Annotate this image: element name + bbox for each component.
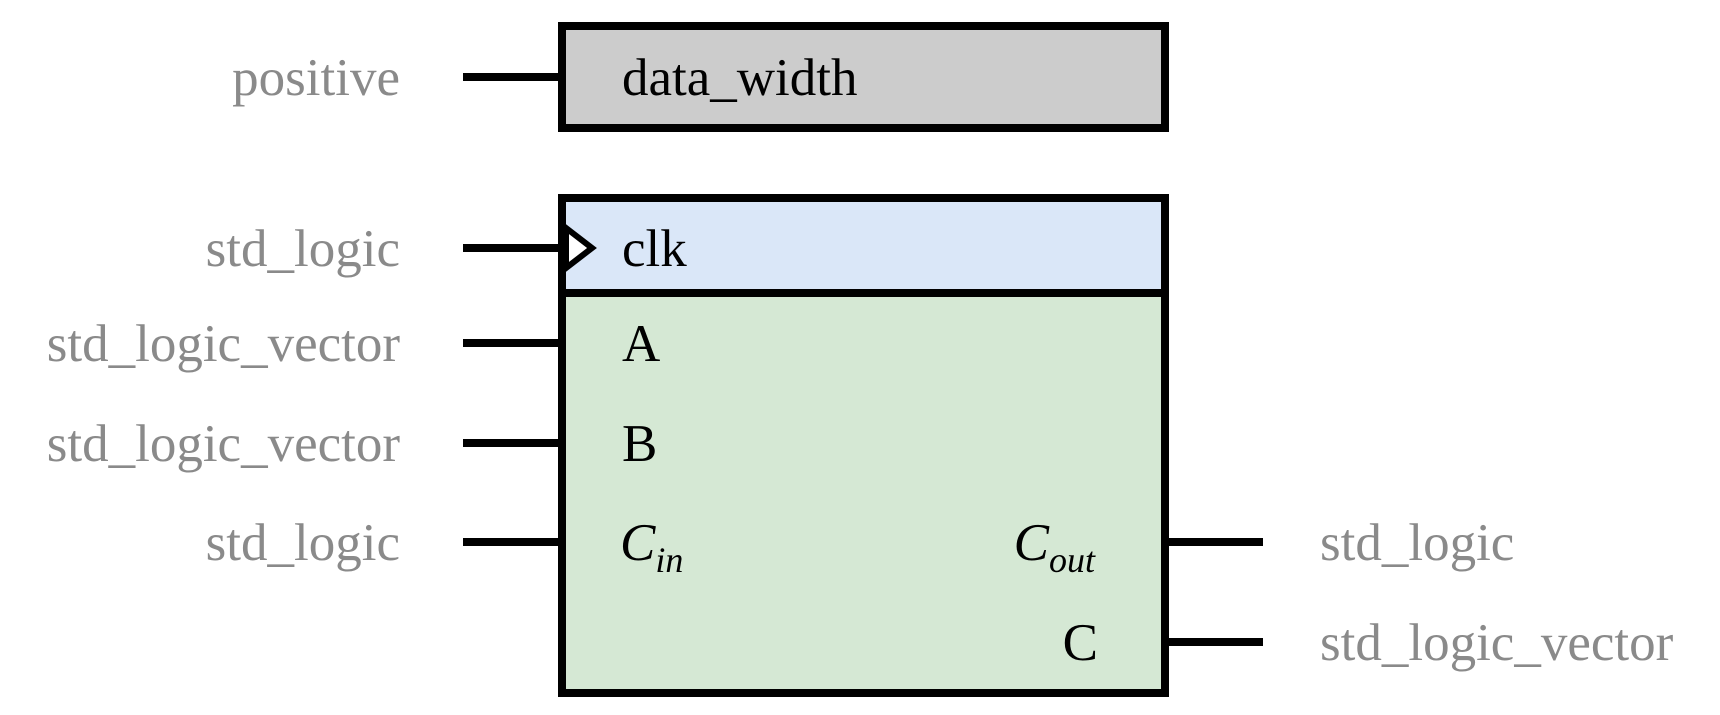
port-a: std_logic_vector A — [47, 315, 661, 373]
c-name: C — [1063, 614, 1098, 672]
generic-name: data_width — [622, 49, 858, 107]
port-b: std_logic_vector B — [47, 415, 658, 473]
cout-name: Cout — [1014, 514, 1096, 580]
port-cin: std_logic Cin — [206, 514, 684, 580]
cin-sub: in — [655, 540, 683, 580]
port-c: C std_logic_vector — [1063, 614, 1674, 672]
b-type: std_logic_vector — [47, 415, 401, 473]
clock-edge-triangle-icon — [563, 221, 597, 275]
clk-type: std_logic — [206, 220, 400, 278]
cout-sub: out — [1049, 540, 1096, 580]
clk-name: clk — [622, 220, 687, 278]
port-cout: Cout std_logic — [1014, 514, 1515, 580]
generic-type: positive — [232, 49, 400, 107]
cin-main: C — [620, 514, 656, 572]
cin-type: std_logic — [206, 514, 400, 572]
cout-main: C — [1014, 514, 1050, 572]
cin-name: Cin — [620, 514, 683, 580]
c-type: std_logic_vector — [1320, 614, 1674, 672]
a-type: std_logic_vector — [47, 315, 401, 373]
generic-block: data_width positive — [232, 22, 1169, 132]
port-clk: std_logic clk — [206, 220, 688, 278]
cout-type: std_logic — [1320, 514, 1514, 572]
b-name: B — [622, 415, 657, 473]
clock-section — [562, 198, 1165, 293]
a-name: A — [622, 315, 660, 373]
